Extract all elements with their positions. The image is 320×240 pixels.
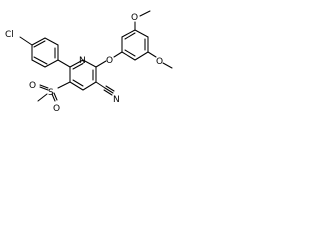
ether-oxygen-label: O	[106, 56, 113, 66]
sulfur-label: S	[48, 88, 54, 98]
sulfonyl-oxygen-bottom-label: O	[53, 104, 60, 114]
atom-labels: Cl N O O O S O O N	[5, 13, 163, 114]
methoxy-bottom-oxygen-label: O	[156, 57, 163, 67]
methoxy-top-oxygen-label: O	[131, 13, 138, 23]
chemical-structure-diagram: Cl N O O O S O O N	[5, 10, 173, 114]
ring-nitrogen-label: N	[79, 56, 86, 66]
nitrile-nitrogen-label: N	[113, 95, 120, 105]
chlorine-label: Cl	[5, 30, 14, 40]
bond-lines	[19, 10, 173, 102]
sulfonyl-oxygen-left-label: O	[29, 81, 36, 91]
